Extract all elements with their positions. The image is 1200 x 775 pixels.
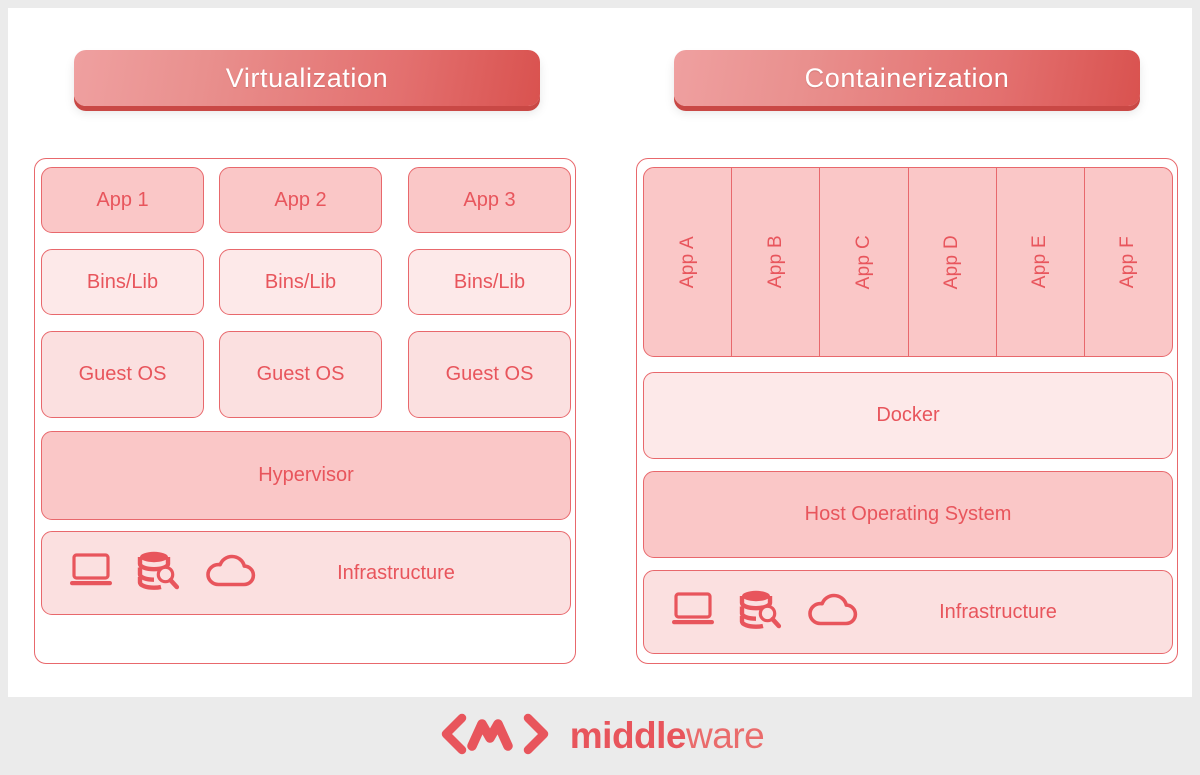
- virtualization-bins-label: Bins/Lib: [86, 270, 159, 293]
- host-operating-system-label: Host Operating System: [804, 503, 1012, 525]
- containerization-app-label: App A: [676, 235, 698, 289]
- infrastructure-icon-group: [68, 550, 258, 596]
- laptop-icon: [68, 551, 114, 595]
- containerization-app-label: App B: [764, 235, 786, 289]
- virtualization-app-box: App 3: [408, 167, 571, 233]
- docker-box: Docker: [643, 372, 1173, 459]
- virtualization-bins-box: Bins/Lib: [41, 249, 204, 315]
- database-search-icon: [738, 589, 784, 635]
- brand-wordmark-bold: middle: [569, 715, 687, 756]
- virtualization-app-label: App 1: [96, 188, 149, 211]
- containerization-app-strip: App A App B App C App D App E App F: [643, 167, 1173, 357]
- brand-wordmark-thin: ware: [686, 715, 765, 756]
- diagram-card: Virtualization Containerization App 1 Ap…: [8, 8, 1192, 697]
- virtualization-guestos-box: Guest OS: [219, 331, 382, 418]
- footer-brand: middleware: [0, 697, 1200, 775]
- cloud-icon: [204, 552, 258, 594]
- virtualization-app-label: App 3: [463, 188, 516, 211]
- virtualization-app-label: App 2: [274, 188, 327, 211]
- containerization-app-column: App B: [732, 168, 821, 356]
- infrastructure-box-right: Infrastructure: [643, 570, 1173, 654]
- virtualization-guestos-box: Guest OS: [408, 331, 571, 418]
- infrastructure-icon-group: [670, 589, 860, 635]
- hypervisor-label: Hypervisor: [258, 464, 354, 486]
- infrastructure-box-left: Infrastructure: [41, 531, 571, 615]
- containerization-app-column: App E: [997, 168, 1085, 356]
- virtualization-bins-box: Bins/Lib: [408, 249, 571, 315]
- containerization-app-column: App F: [1085, 168, 1172, 356]
- virtualization-bins-label: Bins/Lib: [453, 270, 526, 293]
- header-virtualization-label: Virtualization: [225, 62, 389, 93]
- docker-label: Docker: [876, 404, 940, 426]
- containerization-app-label: App E: [1029, 235, 1051, 289]
- laptop-icon: [670, 590, 716, 634]
- hypervisor-box: Hypervisor: [41, 431, 571, 520]
- header-containerization-label: Containerization: [804, 62, 1010, 93]
- virtualization-stack: App 1 App 2 App 3 Bins/Lib Bins/Lib Bins…: [34, 158, 576, 664]
- containerization-app-label: App C: [852, 234, 874, 290]
- virtualization-guestos-box: Guest OS: [41, 331, 204, 418]
- cloud-icon: [806, 591, 860, 633]
- containerization-app-label: App F: [1117, 235, 1139, 289]
- virtualization-guestos-label: Guest OS: [445, 363, 534, 385]
- containerization-app-column: App A: [644, 168, 733, 356]
- virtualization-bins-label: Bins/Lib: [264, 270, 337, 293]
- middleware-chevron-logo-icon: [436, 712, 554, 761]
- containerization-app-column: App C: [820, 168, 909, 356]
- containerization-app-label: App D: [941, 234, 963, 290]
- host-operating-system-box: Host Operating System: [643, 471, 1173, 558]
- containerization-app-column: App D: [909, 168, 997, 356]
- database-search-icon: [136, 550, 182, 596]
- virtualization-guestos-label: Guest OS: [256, 363, 345, 385]
- infrastructure-label-left: Infrastructure: [337, 561, 455, 584]
- virtualization-bins-box: Bins/Lib: [219, 249, 382, 315]
- virtualization-app-box: App 1: [41, 167, 204, 233]
- brand-wordmark: middleware: [569, 715, 765, 757]
- containerization-stack: App A App B App C App D App E App F Dock…: [636, 158, 1178, 664]
- infrastructure-label-right: Infrastructure: [939, 600, 1057, 623]
- virtualization-app-box: App 2: [219, 167, 382, 233]
- virtualization-guestos-label: Guest OS: [78, 363, 167, 385]
- header-containerization: Containerization: [674, 50, 1140, 106]
- header-virtualization: Virtualization: [74, 50, 540, 106]
